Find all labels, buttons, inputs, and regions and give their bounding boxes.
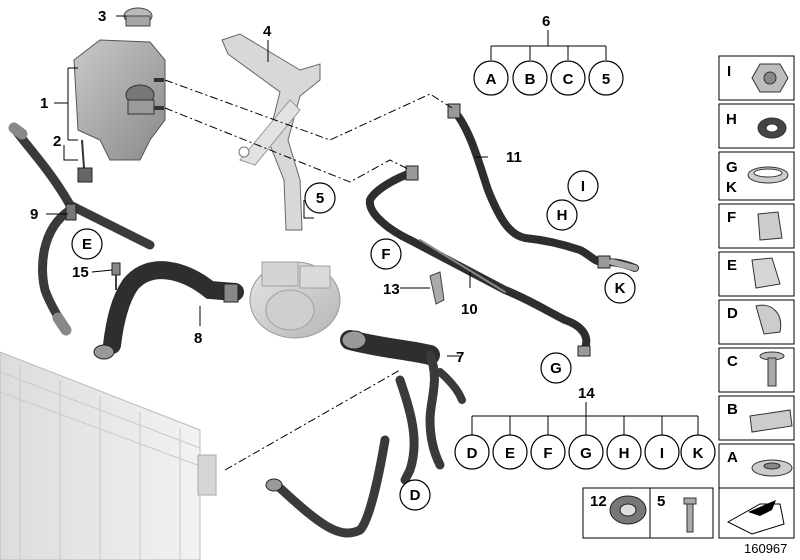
group6-item: A: [486, 71, 497, 88]
expansion-tank: [73, 39, 166, 161]
callout-3: 3: [98, 8, 106, 25]
legend-label: A: [727, 449, 738, 466]
group14-item: I: [660, 445, 664, 462]
legend-label: I: [727, 63, 731, 80]
group-6: A B C 5: [473, 60, 624, 96]
connection-lines: [164, 79, 453, 471]
group14-item: F: [543, 445, 552, 462]
radiator: [0, 351, 217, 560]
circle-label-F: F: [381, 246, 390, 263]
group14-item: D: [467, 445, 478, 462]
legend-label: D: [727, 305, 738, 322]
hose-11: [447, 103, 639, 272]
callout-11: 11: [506, 149, 522, 166]
circle-label-G: G: [550, 360, 562, 377]
hose-9: [8, 122, 155, 336]
group6-item: C: [563, 71, 574, 88]
circle-label-5: 5: [316, 190, 324, 207]
water-pump: [249, 261, 341, 339]
circle-label-K: K: [615, 280, 626, 297]
callout-14: 14: [578, 385, 595, 402]
callout-15: 15: [72, 264, 89, 281]
callout-10: 10: [461, 301, 478, 318]
hose-8: [93, 261, 244, 360]
bracket: [221, 33, 321, 231]
figure-id: 160967: [744, 541, 787, 556]
circle-label-H: H: [557, 207, 568, 224]
group6-item: 5: [602, 71, 610, 88]
legend-label: C: [727, 353, 738, 370]
callout-8: 8: [194, 330, 202, 347]
callout-6: 6: [542, 13, 550, 30]
hose-10: [365, 165, 591, 357]
circle-callouts: [71, 170, 636, 511]
leader-lines: [46, 15, 699, 438]
legend-label: E: [727, 257, 737, 274]
group14-item: G: [580, 445, 592, 462]
legend-label-G: G: [726, 159, 738, 176]
group-14: D E F G H I K: [454, 434, 716, 470]
circle-label-I: I: [581, 178, 585, 195]
callout-9: 9: [30, 206, 38, 223]
tank-cap: [123, 7, 153, 27]
spring-clip-icon: [757, 211, 783, 241]
circle-label-E: E: [82, 236, 92, 253]
part-5-label: 5: [657, 493, 665, 510]
callout-1: 1: [40, 95, 48, 112]
legend-label: H: [726, 111, 737, 128]
legend-panels: I H G K F E D C B A: [718, 55, 795, 489]
temp-sensor: [111, 262, 121, 290]
part-5-bolt-icon: [683, 497, 697, 505]
callout-7: 7: [456, 349, 464, 366]
callout-numbers: 1 2 3 4 6 7 8 9 10 11 13 14 15: [30, 8, 595, 402]
pipe-clip-icon: [755, 304, 782, 335]
callout-2: 2: [53, 133, 61, 150]
part-12-label: 12: [590, 493, 607, 510]
vehicle-direction-icon: [726, 503, 785, 535]
legend-label: F: [727, 209, 736, 226]
circle-callout-labels: 5 E F G H I K D: [82, 178, 626, 504]
hose-7: [265, 330, 466, 538]
circle-label-D: D: [410, 487, 421, 504]
bracket-clip-icon: [751, 257, 781, 289]
group14-item: E: [505, 445, 515, 462]
legend-label-K: K: [726, 179, 737, 196]
group14-item: H: [619, 445, 630, 462]
group6-item: B: [525, 71, 536, 88]
clip-13: [429, 271, 445, 305]
legend-label: B: [727, 401, 738, 418]
bottom-parts: 12 5: [582, 487, 795, 539]
callout-13: 13: [383, 281, 400, 298]
group14-item: K: [693, 445, 704, 462]
speed-nut-icon: [749, 409, 793, 433]
callout-4: 4: [263, 23, 272, 40]
level-sensor: [77, 139, 93, 183]
